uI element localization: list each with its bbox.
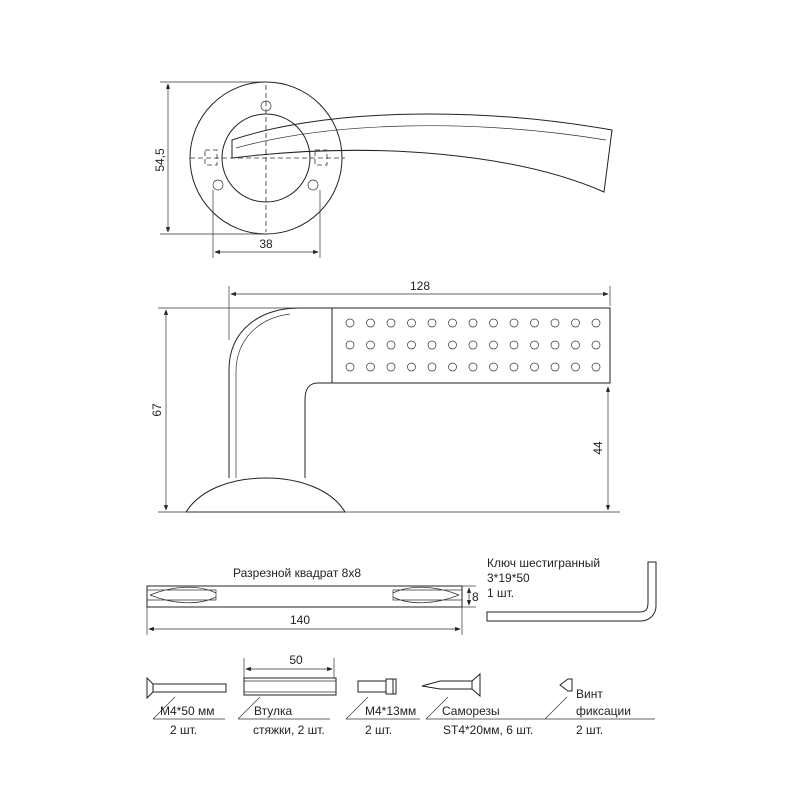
- grip-dot: [550, 362, 560, 372]
- grip-dot: [366, 362, 375, 372]
- grip-dot: [571, 318, 580, 328]
- part-name: M4*50 мм: [160, 704, 215, 718]
- grip-dot: [550, 318, 560, 328]
- grip-dot: [427, 318, 437, 328]
- grip-dot: [530, 340, 539, 350]
- top-view: 54,5 38: [153, 81, 613, 258]
- side-view: 128 67 44: [150, 279, 620, 513]
- grip-dot: [509, 362, 519, 372]
- grip-dot: [427, 362, 437, 372]
- grip-dot: [448, 340, 457, 350]
- grip-dot: [489, 318, 498, 328]
- hex-key-qty: 1 шт.: [487, 586, 514, 600]
- grip-dot: [530, 318, 539, 328]
- spindle: Разрезной квадрат 8x8 8 140: [146, 566, 479, 635]
- grip-dot: [489, 362, 498, 372]
- grip-dot: [448, 318, 457, 328]
- grip-dot: [591, 340, 601, 350]
- dim-section-label: 8: [472, 590, 479, 604]
- grip-dot: [489, 340, 498, 350]
- dim-width-label: 38: [259, 237, 273, 251]
- hex-key-name: Ключ шестигранный: [487, 556, 600, 570]
- screw-hole: [212, 179, 224, 191]
- grip-dot: [468, 362, 478, 372]
- lever-top: [231, 113, 613, 193]
- dim-axis-label: 44: [591, 441, 605, 455]
- grip-dot: [386, 362, 396, 372]
- grip-dot: [530, 362, 539, 372]
- grip-dot: [468, 340, 478, 350]
- grip-dot: [345, 362, 355, 372]
- part-name: Втулка: [254, 704, 292, 718]
- dim-height-label: 54,5: [153, 148, 167, 172]
- grip-dot: [345, 340, 355, 350]
- grip-dot: [591, 362, 601, 372]
- grip-dot: [591, 318, 601, 328]
- part-name-2: фиксации: [576, 704, 631, 718]
- grip-dot: [509, 318, 519, 328]
- grip-dot: [571, 362, 580, 372]
- part-self-tapping-screw: Саморезы ST4*20мм, 6 шт.: [421, 672, 545, 737]
- grip-dot: [427, 340, 437, 350]
- hex-key: Ключ шестигранный 3*19*50 1 шт.: [486, 556, 657, 622]
- grip-dot: [366, 318, 375, 328]
- grip-dots: [345, 318, 601, 372]
- part-dim: 50: [289, 653, 303, 667]
- screw-hole: [260, 100, 272, 112]
- dim-length-label: 128: [410, 279, 430, 293]
- rose-base: [185, 477, 346, 513]
- part-screw-m4x13: M4*13мм 2 шт.: [345, 678, 420, 737]
- part-set-screw: Винт фиксации 2 шт.: [544, 678, 655, 737]
- part-qty: 2 шт.: [170, 723, 197, 737]
- part-name: Винт: [576, 687, 603, 701]
- part-qty: стяжки, 2 шт.: [253, 723, 325, 737]
- part-sleeve: 50 Втулка стяжки, 2 шт.: [237, 653, 337, 737]
- grip-dot: [571, 340, 580, 350]
- spindle-label: Разрезной квадрат 8x8: [233, 566, 361, 580]
- dim-length-label: 140: [290, 613, 310, 627]
- part-name: M4*13мм: [365, 704, 416, 718]
- part-name: Саморезы: [442, 704, 500, 718]
- lever-neck: [228, 307, 333, 478]
- dim-height-label: 67: [150, 403, 164, 417]
- hex-key-size: 3*19*50: [487, 571, 530, 585]
- grip-dot: [448, 362, 457, 372]
- grip-dot: [468, 318, 478, 328]
- grip-dot: [407, 340, 416, 350]
- part-screw-m4x50: M4*50 мм 2 шт.: [146, 676, 227, 737]
- part-qty: 2 шт.: [576, 723, 603, 737]
- grip-dot: [509, 340, 519, 350]
- grip-dot: [550, 340, 560, 350]
- grip-dot: [407, 318, 416, 328]
- grip-dot: [386, 340, 396, 350]
- grip-dot: [345, 318, 355, 328]
- screw-hole: [307, 179, 319, 191]
- grip-dot: [407, 362, 416, 372]
- part-qty: 2 шт.: [365, 723, 392, 737]
- part-qty: ST4*20мм, 6 шт.: [443, 723, 533, 737]
- grip-dot: [386, 318, 396, 328]
- lever-grip: [331, 307, 611, 384]
- grip-dot: [366, 340, 375, 350]
